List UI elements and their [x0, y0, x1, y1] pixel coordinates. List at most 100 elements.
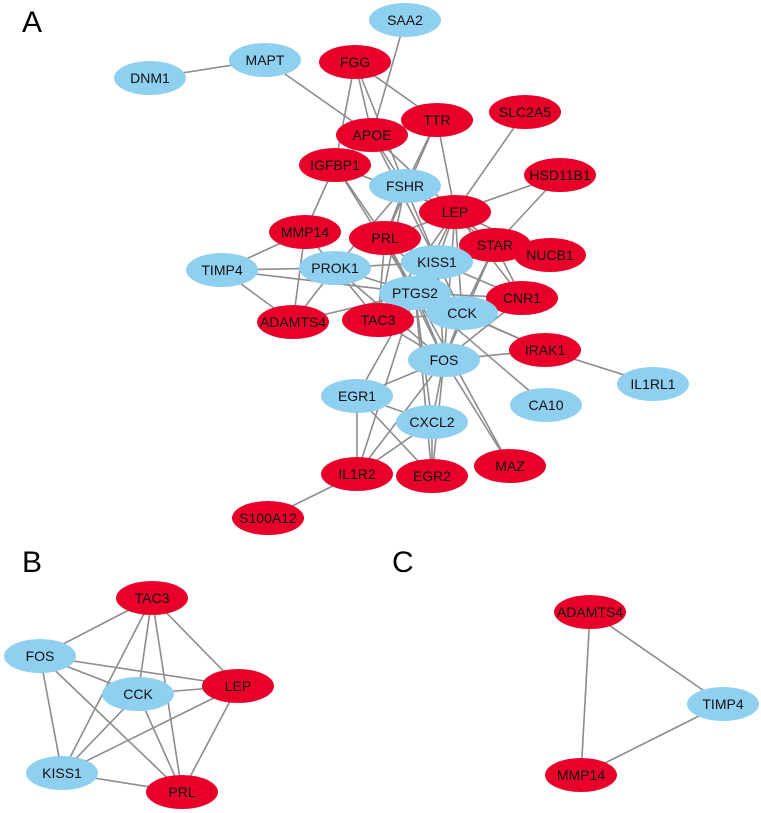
node-ellipse [369, 169, 441, 203]
node-ellipse [319, 45, 391, 79]
node-ellipse [545, 758, 617, 792]
node-ellipse [396, 405, 468, 439]
node-label: IL1RL1 [630, 376, 675, 392]
edge-adamts4-timp4 [589, 611, 724, 705]
node-ellipse [114, 61, 186, 95]
node-label: FGG [340, 54, 370, 70]
node-label: FSHR [386, 178, 424, 194]
node-ellipse [379, 276, 451, 310]
node-label: CXCL2 [409, 414, 454, 430]
node-label: MMP14 [281, 224, 329, 240]
panel-letter-a: A [22, 6, 42, 39]
node-label: PRL [168, 784, 195, 800]
node-ttr: TTR [401, 103, 473, 137]
node-maz: MAZ [474, 449, 546, 483]
node-label: APOE [353, 127, 392, 143]
node-lep: LEP [419, 195, 491, 229]
node-hsd11b1: HSD11B1 [524, 158, 596, 192]
node-saa2: SAA2 [369, 3, 441, 37]
node-prl: PRL [349, 221, 421, 255]
node-label: MAPT [246, 52, 285, 68]
node-slc2a5: SLC2A5 [489, 95, 561, 129]
node-ellipse [202, 669, 274, 703]
node-ellipse [269, 215, 341, 249]
node-label: KISS1 [417, 254, 457, 270]
node-s100a12: S100A12 [232, 501, 304, 535]
node-il1rl1: IL1RL1 [617, 367, 689, 401]
node-fshr: FSHR [369, 169, 441, 203]
node-label: STAR [477, 237, 513, 253]
node-nucb1: NUCB1 [514, 238, 586, 272]
node-ellipse [336, 118, 408, 152]
node-star: STAR [459, 228, 531, 262]
node-apoe: APOE [336, 118, 408, 152]
node-label: TAC3 [135, 590, 170, 606]
node-ellipse [617, 367, 689, 401]
node-label: HSD11B1 [529, 167, 590, 183]
node-label: SAA2 [387, 12, 423, 28]
node-label: EGR1 [338, 388, 376, 404]
node-ellipse [396, 459, 468, 493]
node-mapt: MAPT [229, 43, 301, 77]
node-cxcl2: CXCL2 [396, 405, 468, 439]
node-ellipse [369, 3, 441, 37]
edge-fos-kiss1 [39, 655, 63, 774]
node-ellipse [186, 253, 258, 287]
node-dnm1: DNM1 [114, 61, 186, 95]
node-label: LEP [442, 204, 468, 220]
node-mmp14: MMP14 [269, 215, 341, 249]
node-fgg: FGG [319, 45, 391, 79]
node-ellipse [229, 43, 301, 77]
node-egr1: EGR1 [321, 379, 393, 413]
node-ellipse [349, 221, 421, 255]
node-cnr1: CNR1 [486, 281, 558, 315]
edge-slc2a5-lep [454, 111, 526, 213]
node-label: KISS1 [42, 765, 82, 781]
node-ellipse [459, 228, 531, 262]
node-ellipse [257, 305, 329, 339]
node-ptgs2: PTGS2 [379, 276, 451, 310]
node-kiss1: KISS1 [401, 245, 473, 279]
node-timp4: TIMP4 [186, 253, 258, 287]
node-ellipse [299, 251, 371, 285]
node-mmp14: MMP14 [545, 758, 617, 792]
node-label: CNR1 [503, 290, 541, 306]
node-label: TTR [423, 112, 450, 128]
node-label: TAC3 [361, 312, 396, 328]
node-label: MAZ [495, 458, 525, 474]
node-ellipse [232, 501, 304, 535]
node-ellipse [116, 581, 188, 615]
node-cck: CCK [102, 677, 174, 711]
node-ellipse [146, 775, 218, 809]
node-label: IGFBP1 [310, 157, 360, 173]
node-tac3: TAC3 [116, 581, 188, 615]
node-ellipse [426, 296, 498, 330]
node-timp4: TIMP4 [687, 687, 759, 721]
node-label: PROK1 [311, 260, 359, 276]
node-ellipse [486, 281, 558, 315]
node-lep: LEP [202, 669, 274, 703]
node-label: NUCB1 [526, 247, 574, 263]
node-label: LEP [225, 678, 251, 694]
node-ellipse [514, 238, 586, 272]
panel-letter-c: C [392, 546, 414, 579]
node-ellipse [419, 195, 491, 229]
node-label: EGR2 [413, 468, 451, 484]
node-irak1: IRAK1 [509, 333, 581, 367]
node-ellipse [299, 148, 371, 182]
node-ellipse [4, 639, 76, 673]
node-ellipse [524, 158, 596, 192]
node-label: PRL [371, 230, 398, 246]
node-ellipse [510, 388, 582, 422]
edge-lep-kiss1 [61, 685, 239, 774]
node-label: TIMP4 [201, 262, 242, 278]
node-label: DNM1 [130, 70, 170, 86]
node-kiss1: KISS1 [26, 756, 98, 790]
node-label: PTGS2 [392, 285, 438, 301]
node-label: CCK [123, 686, 153, 702]
